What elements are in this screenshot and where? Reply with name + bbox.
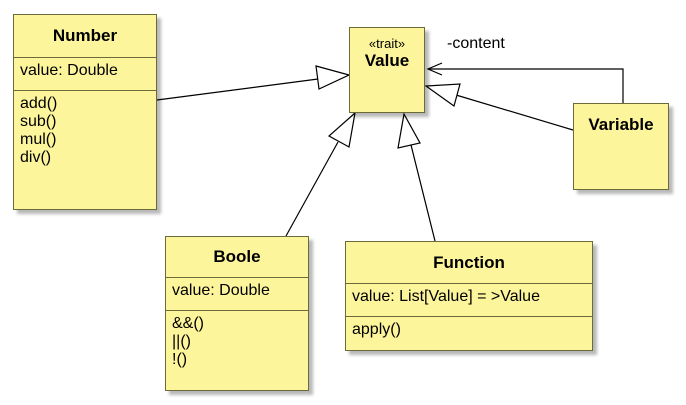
class-variable[interactable]: Variable	[573, 103, 669, 190]
association-content-line	[428, 68, 624, 103]
class-boole[interactable]: Boole value: Double &&() ||() !()	[165, 236, 309, 391]
class-value[interactable]: «trait» Value	[349, 27, 425, 113]
generalization-arrowhead-variable	[424, 83, 461, 107]
generalization-arrowhead-boole	[327, 111, 356, 148]
operation: !()	[172, 351, 188, 368]
association-label-content: -content	[447, 35, 505, 52]
class-boole-operations: &&() ||() !()	[166, 310, 308, 373]
class-boole-name: Boole	[213, 247, 261, 266]
operation: &&()	[172, 315, 204, 332]
generalization-arrowhead-number	[315, 65, 351, 90]
stereotype-label: «trait»	[368, 36, 406, 51]
generalization-function-value	[410, 144, 436, 242]
operation: div()	[20, 149, 52, 166]
operation: mul()	[20, 131, 57, 148]
class-function[interactable]: Function value: List[Value] = >Value app…	[345, 241, 593, 351]
operation: ||()	[172, 333, 191, 350]
operation: sub()	[20, 113, 57, 130]
class-function-operations: apply()	[346, 316, 592, 343]
generalization-variable-value	[455, 94, 574, 131]
operation: apply()	[352, 321, 401, 338]
generalization-arrowhead-function	[397, 112, 421, 149]
class-number-name: Number	[52, 26, 118, 45]
class-value-header: «trait» Value	[350, 28, 424, 71]
attribute: value: List[Value] = >Value	[352, 288, 540, 305]
class-boole-attributes: value: Double	[166, 277, 308, 310]
operation: add()	[20, 95, 58, 112]
generalization-number-value	[156, 78, 319, 101]
class-value-name: Value	[364, 51, 410, 70]
class-function-attributes: value: List[Value] = >Value	[346, 283, 592, 316]
class-variable-name: Variable	[588, 115, 654, 134]
class-number-operations: add() sub() mul() div()	[14, 90, 156, 171]
class-function-name: Function	[433, 253, 505, 272]
attribute: value: Double	[20, 62, 118, 79]
class-number-attributes: value: Double	[14, 57, 156, 90]
attribute: value: Double	[172, 282, 270, 299]
class-number[interactable]: Number value: Double add() sub() mul() d…	[13, 14, 157, 210]
generalization-boole-value	[285, 141, 339, 237]
association-open-arrowhead	[426, 62, 443, 76]
